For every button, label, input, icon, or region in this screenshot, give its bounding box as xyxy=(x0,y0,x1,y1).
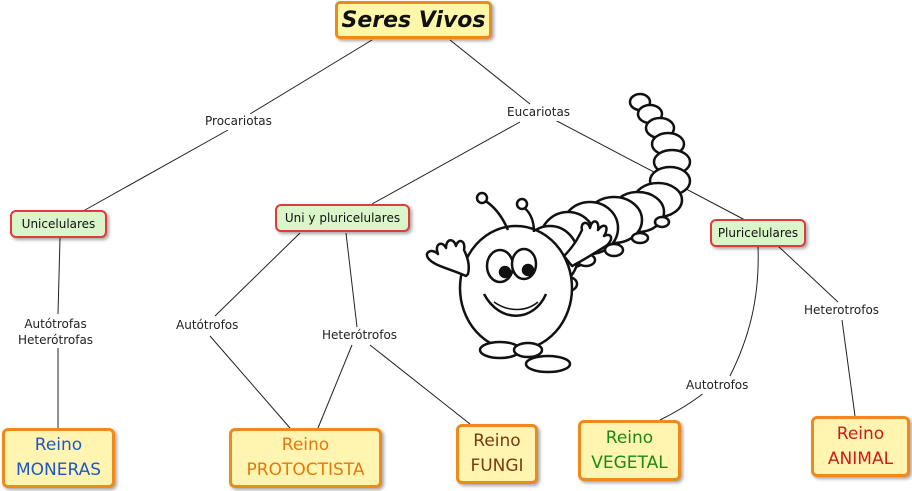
root-node-label: Seres Vivos xyxy=(341,7,486,33)
kingdom-vegetal: Reino VEGETAL xyxy=(578,420,681,481)
root-node-seres-vivos: Seres Vivos xyxy=(335,1,492,39)
edge-root-eucariotas xyxy=(449,39,531,105)
kingdom-vegetal-word: Reino xyxy=(605,427,654,448)
edge-label-eucariotas: Eucariotas xyxy=(505,105,573,121)
edge-label-procariotas: Procariotas xyxy=(203,114,274,130)
caterpillar-illustration xyxy=(425,92,692,374)
edge-eucariotas-uni-pluri xyxy=(371,121,521,205)
kingdom-animal-name: ANIMAL xyxy=(827,448,894,469)
edge-procariotas-unicelulares xyxy=(84,129,229,211)
edge-pluricelulares-autotrofos xyxy=(729,245,759,377)
edge-eucariotas-pluricelulares xyxy=(554,119,746,221)
kingdom-vegetal-name: VEGETAL xyxy=(591,452,668,473)
node-unicelulares: Unicelulares xyxy=(10,210,107,238)
kingdom-protoctista: Reino PROTOCTISTA xyxy=(229,428,382,488)
edge-heterotrofos-protoctista xyxy=(317,344,353,429)
kingdom-fungi-word: Reino xyxy=(473,431,521,452)
kingdom-protoctista-name: PROTOCTISTA xyxy=(246,460,365,480)
node-pluricelulares-label: Pluricelulares xyxy=(717,226,799,240)
edge-uni-pluri-autotrofos xyxy=(214,232,301,317)
edge-unicelulares-autotrofas xyxy=(57,237,61,315)
kingdom-moneras-word: Reino xyxy=(34,435,83,456)
edge-label-heterotrofas: Heterótrofas xyxy=(18,332,94,347)
edge-autotrofos-protoctista xyxy=(209,335,291,429)
kingdom-moneras: Reino MONERAS xyxy=(2,428,115,488)
edge-root-procariotas xyxy=(249,39,373,115)
kingdom-fungi: Reino FUNGI xyxy=(456,424,538,484)
node-pluricelulares: Pluricelulares xyxy=(710,219,806,247)
edge-label-heterotrofos-2: Heterotrofos xyxy=(802,303,882,319)
edge-pluricelulares-heterotrofos xyxy=(777,245,839,303)
kingdom-moneras-name: MONERAS xyxy=(15,460,102,480)
node-uni-y-pluricelulares: Uni y pluricelulares xyxy=(275,204,410,232)
kingdom-animal: Reino ANIMAL xyxy=(811,416,910,477)
edge-heterotrofos-animal xyxy=(841,319,856,417)
kingdom-fungi-name: FUNGI xyxy=(470,456,524,476)
edge-label-heterotrofos-1: Heterótrofos xyxy=(320,328,400,344)
edge-autotrofos-vegetal xyxy=(659,391,706,421)
edge-label-autotrofos-2: Autotrofos xyxy=(684,378,751,394)
kingdom-protoctista-word: Reino xyxy=(281,435,330,456)
edge-uni-pluri-heterotrofos xyxy=(345,232,358,328)
node-unicelulares-label: Unicelulares xyxy=(21,217,96,231)
edge-label-autotrofos-1: Autótrofos xyxy=(174,318,241,334)
edge-label-autotrofas: Autótrofas xyxy=(24,317,87,331)
node-uni-y-pluricelulares-label: Uni y pluricelulares xyxy=(284,211,401,225)
edge-heterotrofos-fungi xyxy=(369,344,471,425)
edge-label-autotrofas-heterotrofas: Autótrofas Heterótrofas xyxy=(16,317,96,349)
kingdom-animal-word: Reino xyxy=(836,423,885,444)
